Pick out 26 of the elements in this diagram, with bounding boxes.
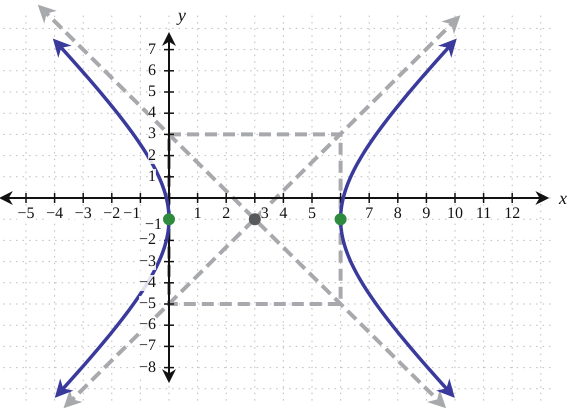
tick-label: 8: [394, 206, 402, 222]
tick-label: −6: [138, 317, 156, 334]
tick-label: −5: [17, 206, 35, 222]
tick-label: 2: [222, 206, 230, 222]
tick-label: −7: [138, 338, 156, 354]
tick-label: −4: [46, 206, 64, 222]
tick-label: −2: [103, 206, 120, 222]
tick-label: 2: [148, 148, 156, 164]
tick-label: −5: [138, 296, 156, 312]
tick-label: 4: [279, 206, 288, 222]
tick-label: −8: [138, 360, 156, 376]
tick-label: 11: [476, 206, 492, 222]
tick-label: 10: [447, 206, 463, 222]
tick-label: 12: [504, 206, 520, 222]
tick-label: 7: [365, 206, 374, 222]
axis-label: y: [178, 6, 186, 24]
tick-label: 1: [194, 206, 202, 222]
tick-label: −3: [74, 206, 92, 222]
tick-label: 3: [260, 206, 269, 222]
tick-label: −1: [123, 206, 140, 222]
axis-label: x: [559, 189, 567, 207]
tick-label: 9: [422, 206, 430, 222]
tick-label: 4: [148, 105, 156, 122]
tick-label: 5: [308, 206, 316, 222]
tick-label: −4: [138, 274, 156, 291]
tick-label: −3: [138, 254, 156, 270]
